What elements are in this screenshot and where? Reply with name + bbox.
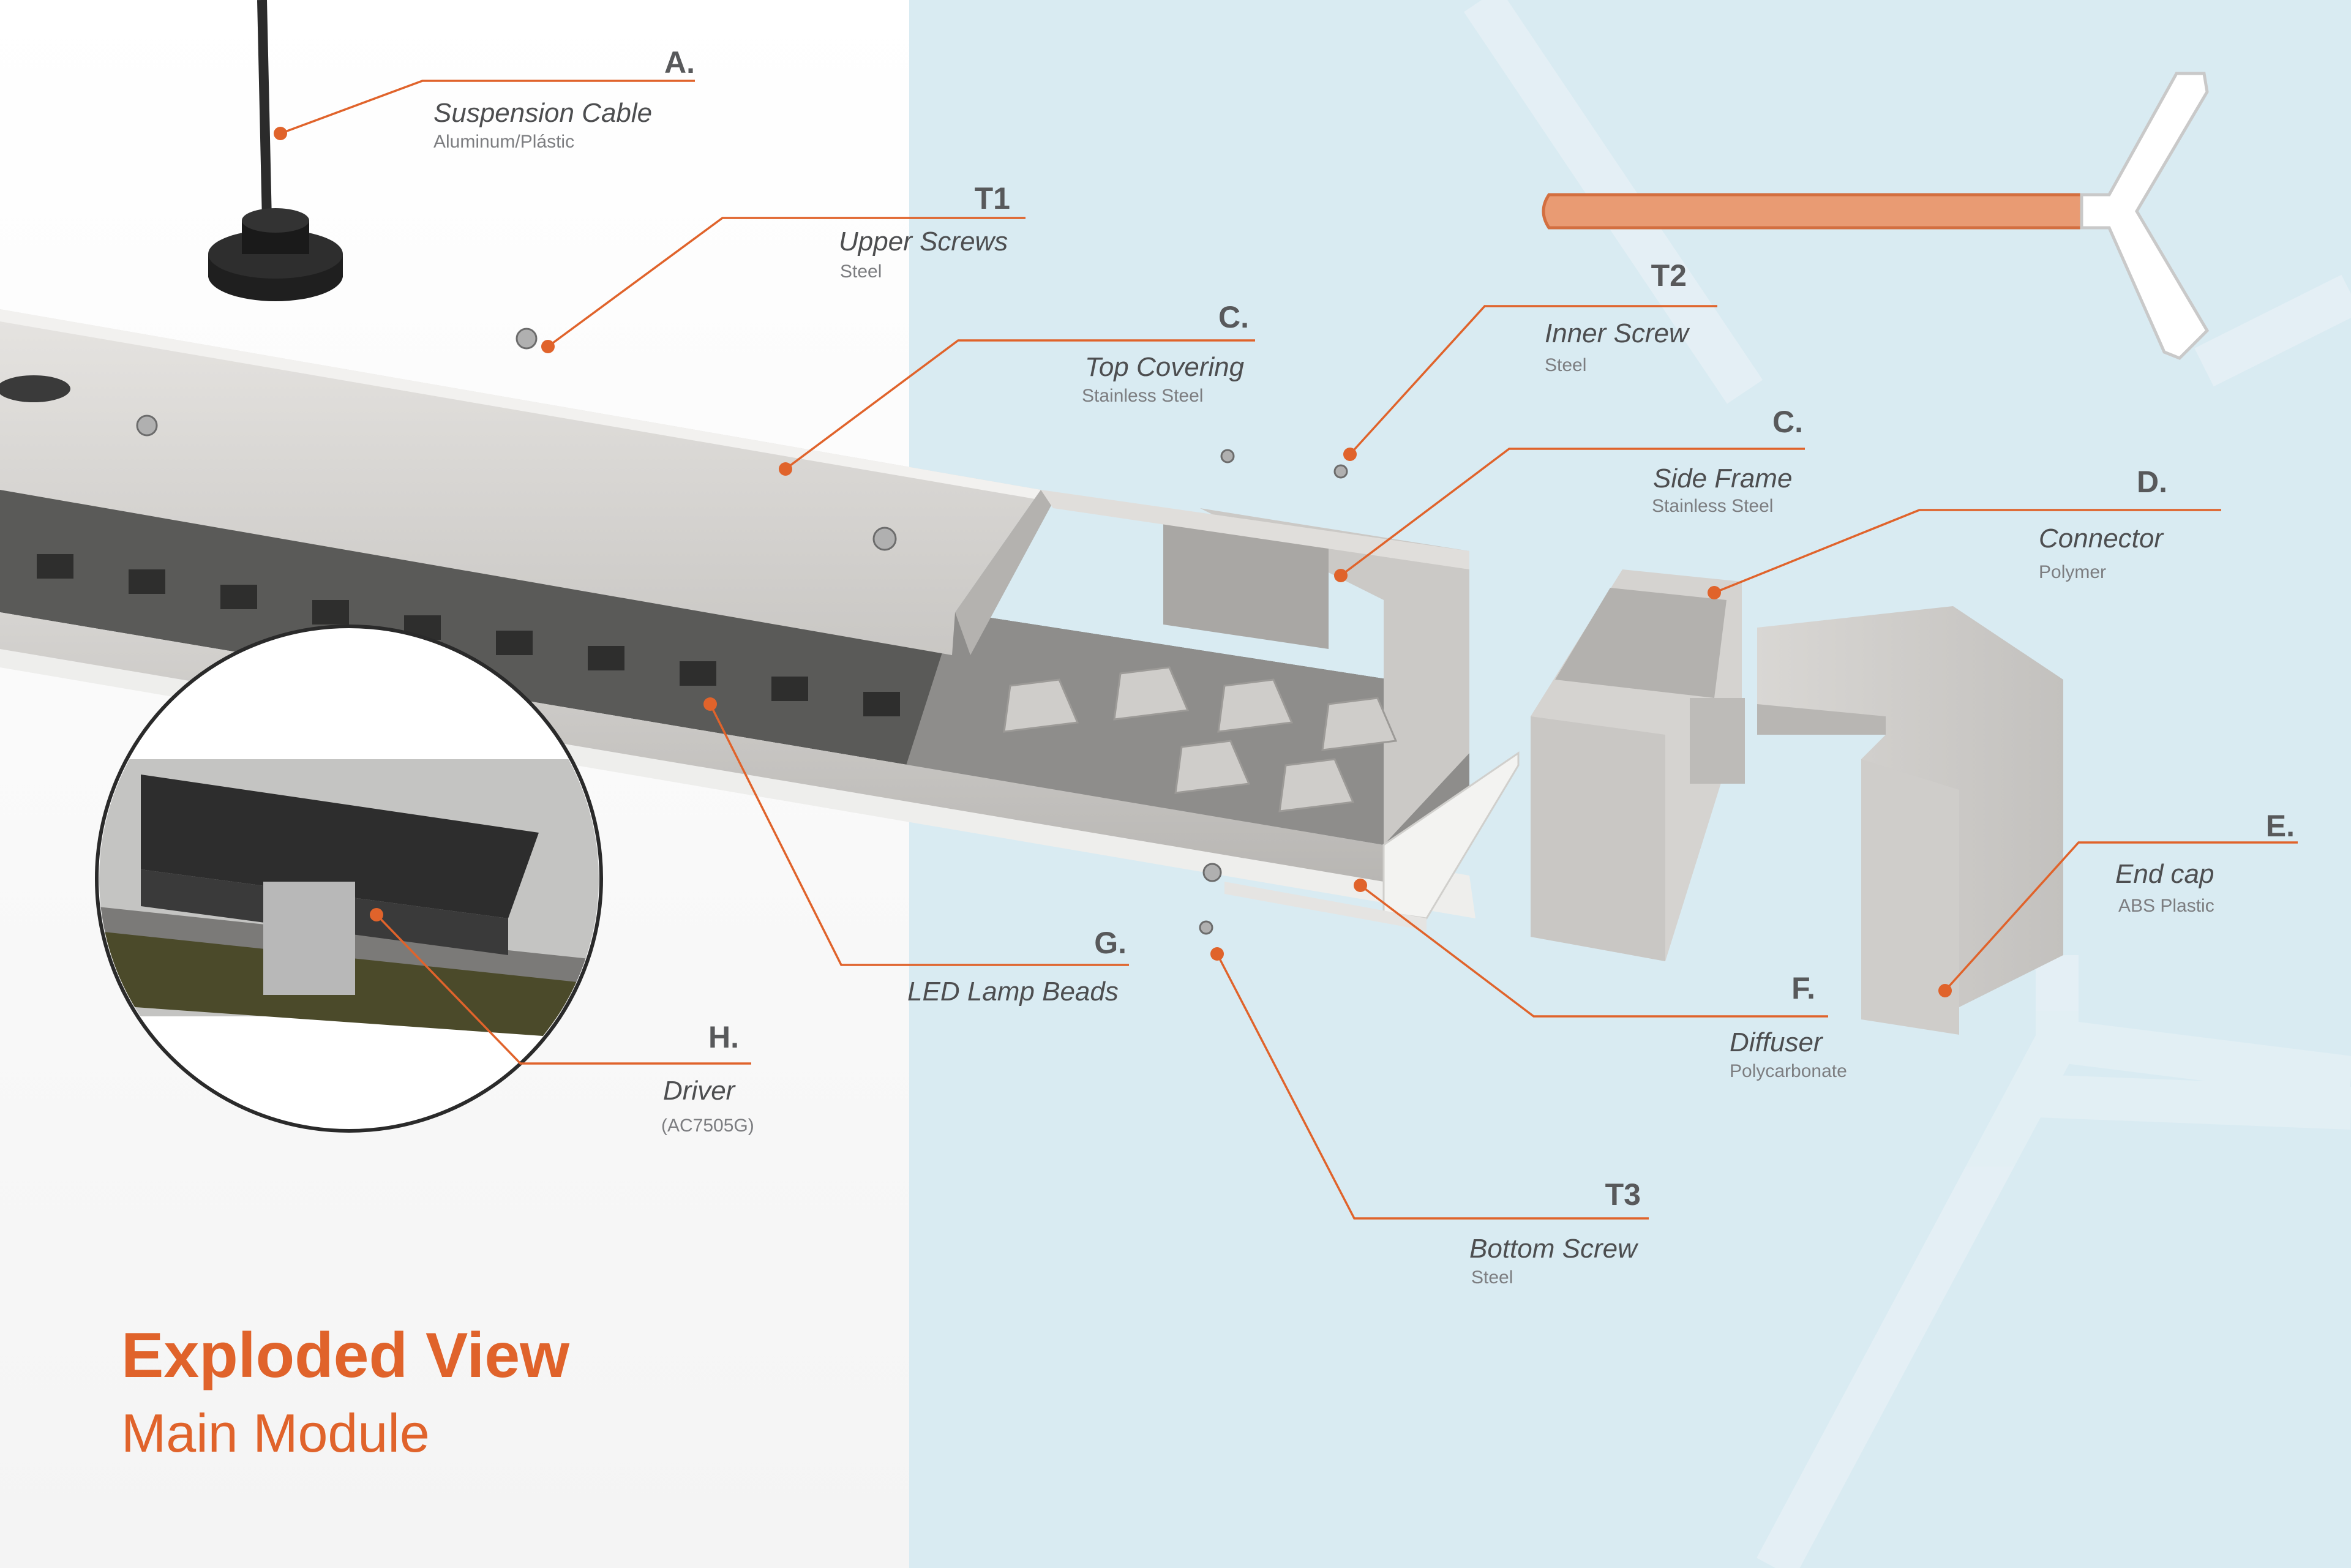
callout-name: Diffuser <box>1730 1027 1823 1057</box>
callout-material: Steel <box>1471 1267 1513 1288</box>
leader-dots <box>274 127 1952 997</box>
callout-code: T1 <box>974 181 1010 216</box>
diffuser-plate <box>1382 751 1520 920</box>
callout-name: Upper Screws <box>839 227 1008 257</box>
callout-code: C. <box>1218 300 1249 334</box>
callout-name: End cap <box>2115 859 2214 889</box>
callout-material: Polymer <box>2039 562 2107 582</box>
callout-name: Suspension Cable <box>433 98 653 128</box>
callout-material: Stainless Steel <box>1082 386 1204 406</box>
driver-zoom <box>95 625 603 1133</box>
callout-name: Bottom Screw <box>1469 1234 1637 1264</box>
callout-code: E. <box>2265 809 2295 843</box>
connector-rod <box>1542 72 2210 360</box>
connector-block <box>1531 569 1745 961</box>
callout-code: F. <box>1791 971 1815 1005</box>
callout-code: T3 <box>1605 1177 1641 1212</box>
callout-name: Driver <box>663 1076 735 1106</box>
callout-name: Side Frame <box>1653 463 1793 493</box>
callout-code: C. <box>1772 405 1803 439</box>
callout-material: Steel <box>1545 355 1587 375</box>
led-beads <box>37 554 900 716</box>
callout-code: A. <box>664 45 695 80</box>
suspension-cable <box>208 0 343 301</box>
callout-material: ABS Plastic <box>2118 896 2214 916</box>
callout-code: D. <box>2137 465 2167 499</box>
callout-code: T2 <box>1651 258 1687 293</box>
callout-name: Connector <box>2039 523 2164 553</box>
callout-material: Polycarbonate <box>1730 1061 1847 1081</box>
callout-material: Aluminum/Plástic <box>433 132 575 152</box>
end-cap <box>1757 606 2063 1035</box>
callout-name: Top Covering <box>1085 352 1245 382</box>
screws <box>136 328 1348 935</box>
callout-material: Steel <box>840 261 882 282</box>
callout-code: H. <box>708 1020 739 1054</box>
callout-material: Stainless Steel <box>1652 496 1774 516</box>
callout-code: G. <box>1094 926 1127 960</box>
callout-name: LED Lamp Beads <box>907 977 1119 1007</box>
housing <box>0 309 1475 918</box>
callout-name: Inner Screw <box>1545 318 1689 348</box>
callout-material: (AC7505G) <box>661 1116 754 1136</box>
leader-lines <box>280 80 2298 1220</box>
page-title: Exploded View <box>121 1320 570 1391</box>
page-subtitle: Main Module <box>121 1403 430 1463</box>
